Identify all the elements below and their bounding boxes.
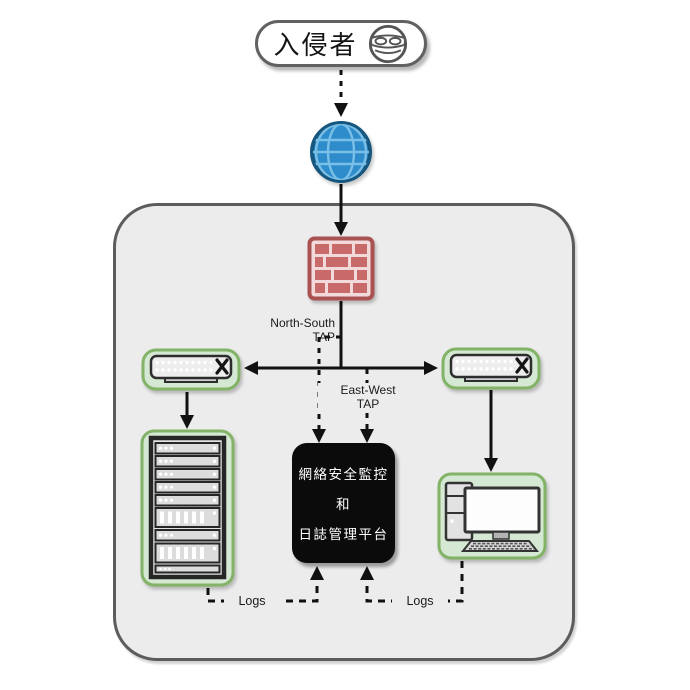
- server-rack-icon: [140, 429, 235, 587]
- arrowhead-down: [334, 103, 348, 117]
- desktop-computer-icon: [437, 472, 547, 560]
- rack-units: [154, 442, 221, 574]
- mask-eye: [388, 36, 401, 45]
- globe-icon: [310, 121, 372, 183]
- switch-ports: [455, 359, 513, 371]
- platform-line3: 日誌管理平台: [298, 527, 389, 542]
- firewall-node: [307, 236, 375, 306]
- switch-right-node: [441, 347, 541, 395]
- network-switch-icon: [441, 347, 541, 390]
- intruder-label: 入侵者: [273, 30, 358, 60]
- switch-x-mark: [215, 358, 229, 375]
- server-node: [140, 429, 235, 592]
- east-west-tap-label: East-West TAP: [318, 383, 418, 411]
- switch-ports: [155, 360, 213, 372]
- computer-keyboard: [460, 540, 540, 552]
- platform-line1: 網絡安全監控: [298, 467, 389, 482]
- workstation-node: [437, 472, 547, 565]
- bandit-mask-icon: [368, 24, 407, 63]
- mask-eye: [374, 36, 387, 45]
- internet-node: [306, 118, 376, 191]
- logs-label-right: Logs: [392, 594, 448, 608]
- monitoring-platform-node: 網絡安全監控 和 日誌管理平台: [292, 443, 395, 563]
- firewall-brick-icon: [307, 236, 375, 301]
- switch-left-node: [141, 348, 241, 396]
- network-switch-icon: [141, 348, 241, 391]
- logs-label-left: Logs: [224, 594, 280, 608]
- brick-pattern: [315, 244, 367, 293]
- intruder-node: 入侵者: [255, 20, 427, 67]
- switch-x-mark: [515, 357, 529, 374]
- computer-monitor: [463, 486, 541, 540]
- platform-line2: 和: [336, 497, 351, 512]
- north-south-tap-label: North-South TAP: [270, 316, 335, 344]
